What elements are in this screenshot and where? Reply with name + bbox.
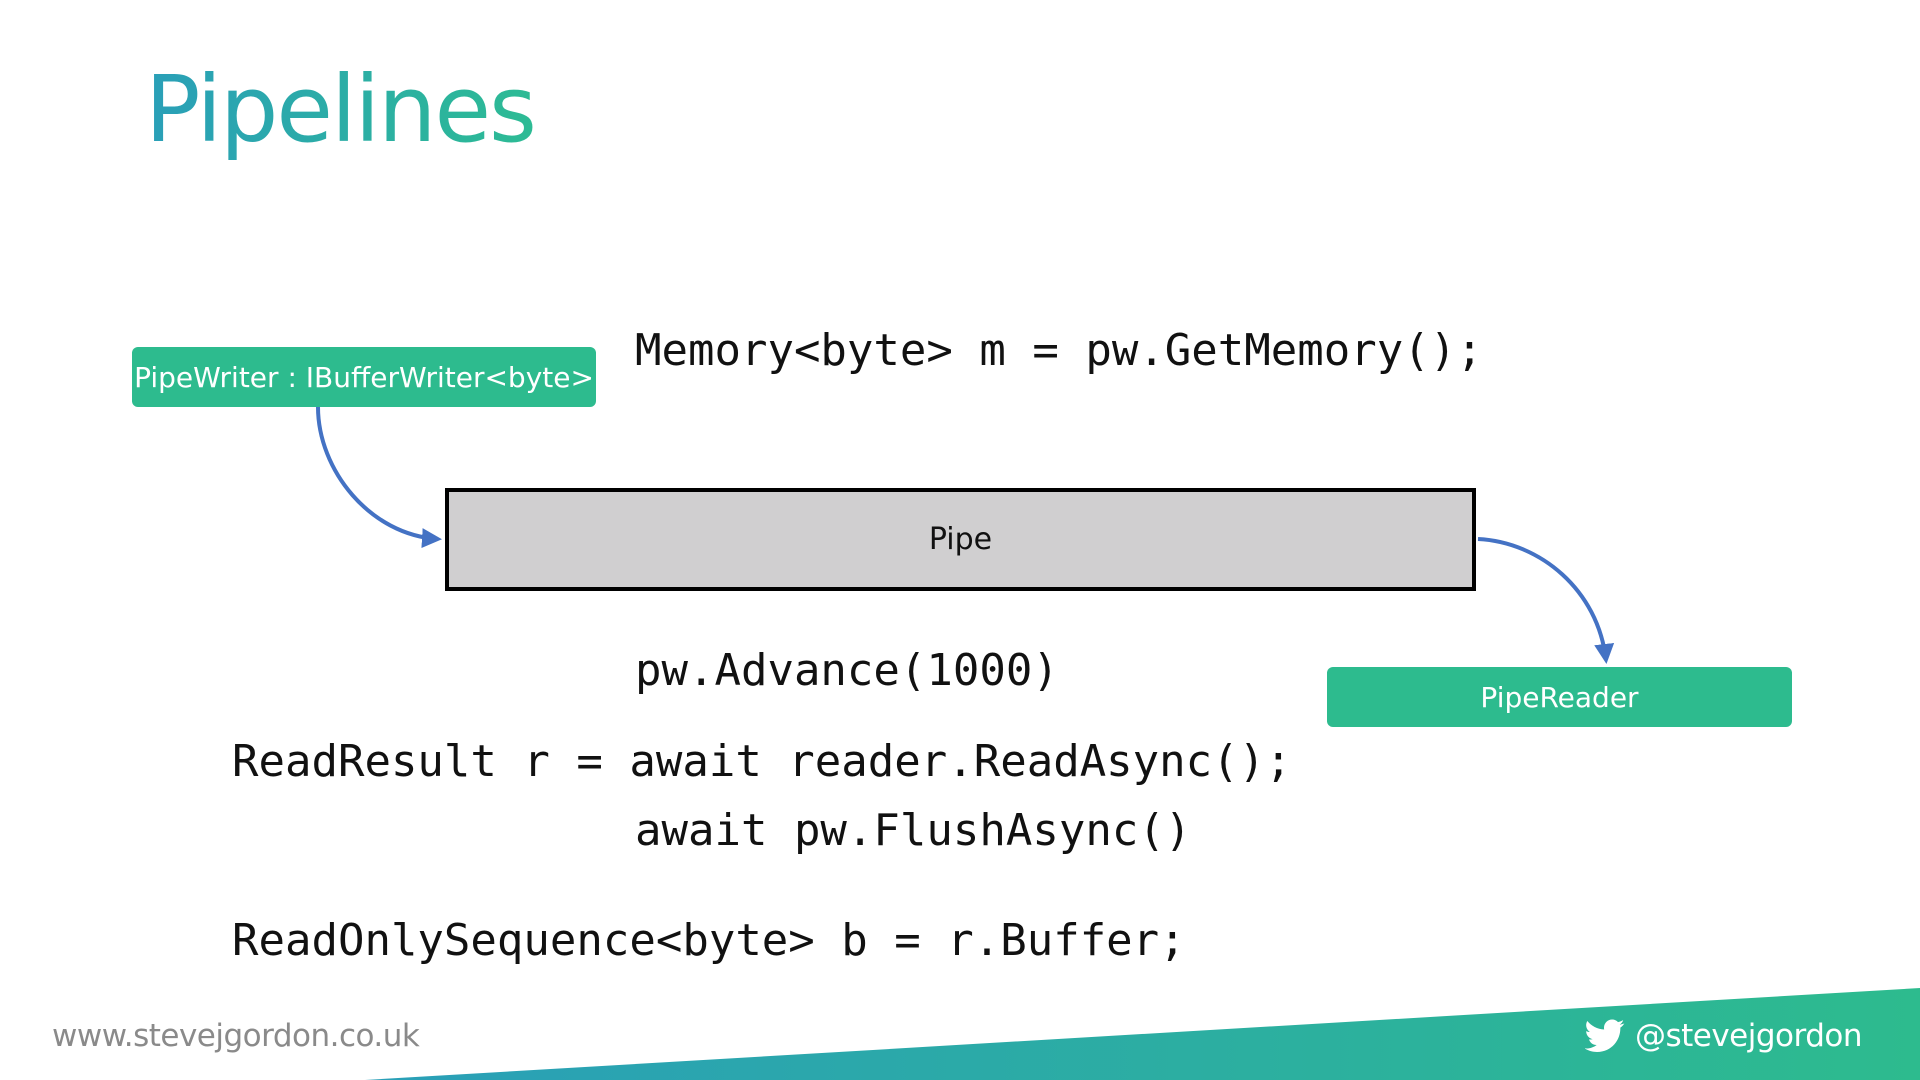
- twitter-bird-icon: [1584, 1019, 1625, 1052]
- pipe-writer-box: PipeWriter : IBufferWriter<byte>: [132, 347, 596, 407]
- pipe-reader-box: PipeReader: [1327, 667, 1792, 727]
- code-line: await pw.FlushAsync(): [635, 805, 1192, 856]
- code-line: pw.Advance(1000): [635, 645, 1059, 696]
- footer-website: www.stevejgordon.co.uk: [52, 1018, 420, 1054]
- footer-twitter: @stevejgordon: [1584, 1018, 1863, 1054]
- code-line: ReadOnlySequence<byte> b = r.Buffer;: [232, 915, 1186, 966]
- reader-code-block: ReadResult r = await reader.ReadAsync();…: [232, 630, 1292, 1080]
- slide-title: Pipelines: [145, 55, 537, 165]
- code-line: ReadResult r = await reader.ReadAsync();: [232, 736, 1292, 787]
- code-line: Memory<byte> m = pw.GetMemory();: [635, 325, 1483, 376]
- twitter-handle: @stevejgordon: [1634, 1018, 1863, 1054]
- pipe-label: Pipe: [928, 522, 993, 557]
- writer-code-block: Memory<byte> m = pw.GetMemory(); … pw.Ad…: [635, 220, 1483, 962]
- pipe-box: Pipe: [445, 488, 1476, 591]
